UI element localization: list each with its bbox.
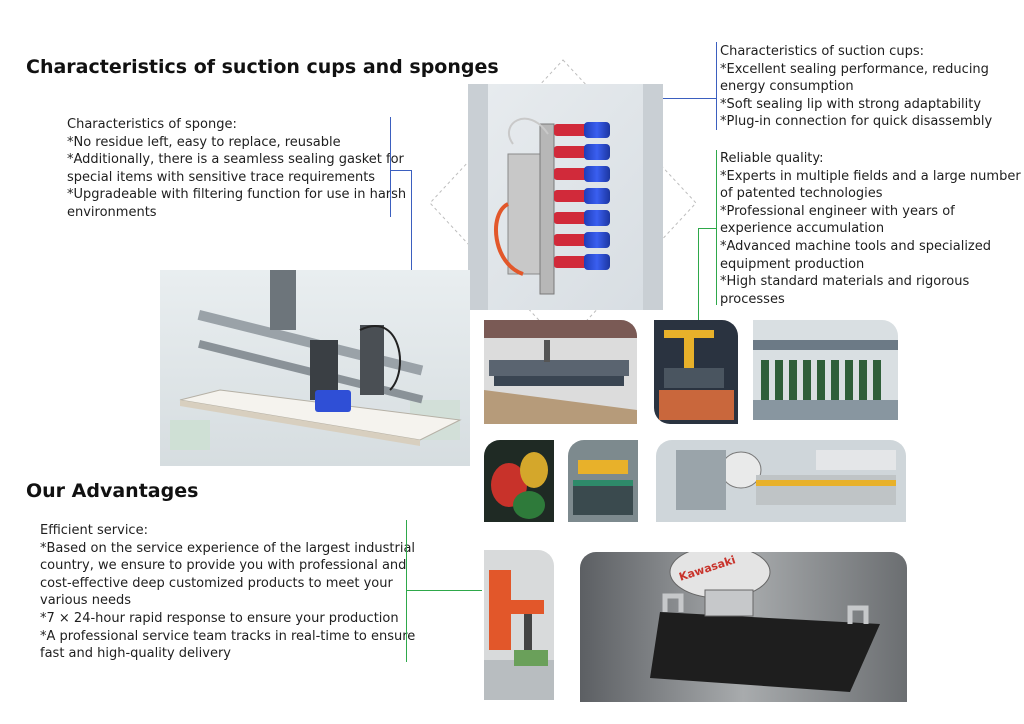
page-title: Characteristics of suction cups and spon… xyxy=(26,56,499,78)
gantry-gripper-photo xyxy=(160,270,470,466)
quality-line: *High standard materials and rigorous xyxy=(720,274,970,290)
suction-cup-line: *Soft sealing lip with strong adaptabili… xyxy=(720,96,982,112)
quality-line: *Professional engineer with years of xyxy=(720,203,955,219)
service-line: *Based on the service experience of the … xyxy=(40,540,416,556)
conveyor-gripper-photo xyxy=(484,320,637,424)
service-line: fast and high-quality delivery xyxy=(40,646,231,662)
sponge-line: *Upgradeable with filtering function for… xyxy=(67,187,407,203)
service-line: cost-effective deep customized products … xyxy=(40,575,393,591)
efficient-service: Efficient service: *Based on the service… xyxy=(40,522,415,663)
suction-cup-title: Characteristics of suction cups: xyxy=(720,44,924,59)
quality-line: processes xyxy=(720,291,785,307)
suction-cup-line: *Excellent sealing performance, reducing xyxy=(720,61,989,77)
bagging-gripper-photo xyxy=(568,440,638,522)
quality-connector-line xyxy=(698,228,716,229)
quality-bracket-line xyxy=(716,150,717,305)
service-line: country, we ensure to provide you with p… xyxy=(40,558,407,574)
sponge-line: *Additionally, there is a seamless seali… xyxy=(67,152,404,168)
suction-cup-connector-line xyxy=(660,98,716,99)
sponge-characteristics: Characteristics of sponge: *No residue l… xyxy=(67,116,406,222)
suction-cup-bracket-line xyxy=(716,42,717,130)
bottle-gripper-photo xyxy=(753,320,898,420)
packaging-robot-photo xyxy=(656,440,906,522)
sponge-line: environments xyxy=(67,204,157,220)
sponge-connector-line xyxy=(390,170,412,171)
quality-drop-line xyxy=(698,228,699,320)
quality-line: *Advanced machine tools and specialized xyxy=(720,238,992,254)
quality-title: Reliable quality: xyxy=(720,151,824,166)
quality-line: of patented technologies xyxy=(720,186,883,202)
industrial-robot-photo xyxy=(484,550,554,700)
reliable-quality: Reliable quality: *Experts in multiple f… xyxy=(720,150,1021,308)
quality-line: experience accumulation xyxy=(720,221,885,237)
sponge-drop-line xyxy=(411,170,412,270)
service-line: *A professional service team tracks in r… xyxy=(40,628,416,644)
service-line: *7 × 24-hour rapid response to ensure yo… xyxy=(40,610,399,626)
sponge-line: *No residue left, easy to replace, reusa… xyxy=(67,134,341,150)
sponge-title: Characteristics of sponge: xyxy=(67,117,237,132)
robot-palletizer-photo xyxy=(654,320,738,424)
quality-line: equipment production xyxy=(720,256,865,272)
suction-cup-characteristics: Characteristics of suction cups: *Excell… xyxy=(720,43,992,131)
sponge-bracket-line xyxy=(390,117,391,217)
service-title: Efficient service: xyxy=(40,523,148,538)
canned-goods-photo xyxy=(484,440,554,522)
service-line: various needs xyxy=(40,593,131,609)
suction-cup-gripper-photo xyxy=(468,84,663,310)
sponge-line: special items with sensitive trace requi… xyxy=(67,169,376,185)
suction-cup-line: *Plug-in connection for quick disassembl… xyxy=(720,114,993,130)
service-bracket-line xyxy=(406,520,407,662)
suction-cup-line: energy consumption xyxy=(720,79,854,95)
advantages-heading: Our Advantages xyxy=(26,480,199,502)
kawasaki-robot-photo: Kawasaki xyxy=(580,552,907,702)
quality-line: *Experts in multiple fields and a large … xyxy=(720,168,1021,184)
service-connector-line xyxy=(406,590,482,591)
